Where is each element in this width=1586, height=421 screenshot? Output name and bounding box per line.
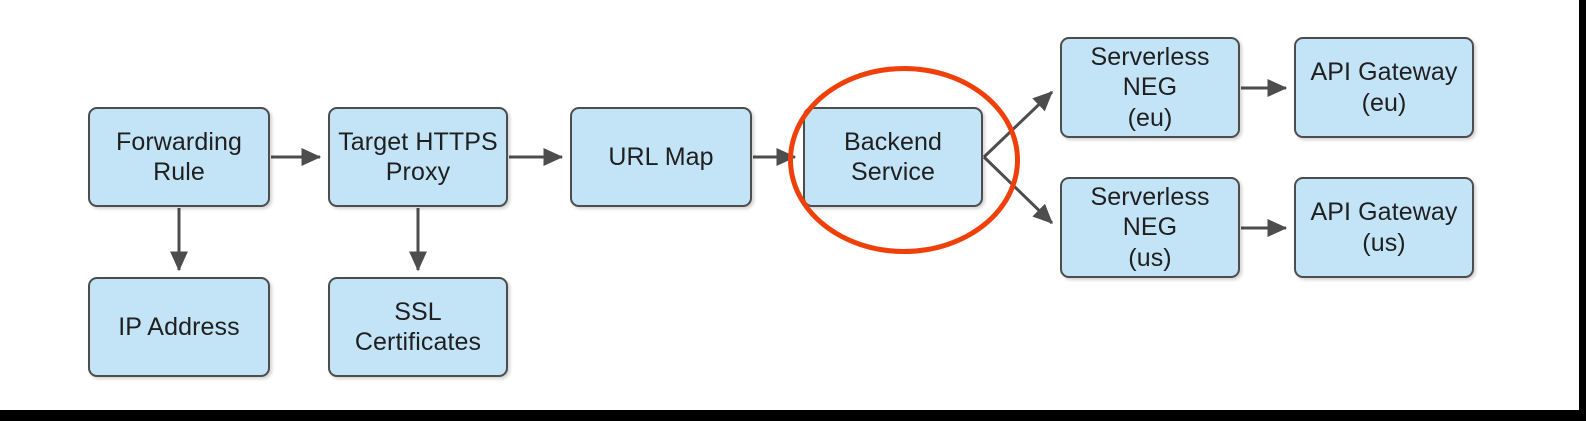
node-target-https-proxy[interactable]: Target HTTPS Proxy: [328, 107, 508, 207]
right-edge-bar: [1579, 0, 1586, 421]
connector-backend-service-to-serverless-neg-us: [982, 155, 1054, 225]
node-api-gateway-us[interactable]: API Gateway (us): [1294, 177, 1474, 278]
node-ip-address-label: IP Address: [118, 312, 240, 341]
node-backend-service-label: Backend Service: [844, 127, 942, 187]
node-url-map-label: URL Map: [608, 142, 714, 171]
node-api-gateway-eu-label: API Gateway (eu): [1310, 58, 1458, 117]
node-forwarding-rule-label: Forwarding Rule: [115, 127, 243, 187]
node-backend-service[interactable]: Backend Service: [803, 107, 983, 207]
node-target-https-proxy-label: Target HTTPS Proxy: [338, 127, 498, 187]
node-forwarding-rule[interactable]: Forwarding Rule: [88, 107, 270, 207]
node-ssl-certificates-label: SSL Certificates: [354, 297, 482, 357]
node-serverless-neg-us[interactable]: Serverless NEG (us): [1060, 177, 1240, 278]
node-ssl-certificates[interactable]: SSL Certificates: [328, 277, 508, 377]
node-serverless-neg-eu[interactable]: Serverless NEG (eu): [1060, 37, 1240, 138]
node-serverless-neg-eu-label: Serverless NEG (eu): [1090, 42, 1210, 132]
bottom-edge-bar: [0, 410, 1586, 421]
node-ip-address[interactable]: IP Address: [88, 277, 270, 377]
node-url-map[interactable]: URL Map: [570, 107, 752, 207]
node-serverless-neg-us-label: Serverless NEG (us): [1090, 182, 1210, 272]
node-api-gateway-eu[interactable]: API Gateway (eu): [1294, 37, 1474, 138]
node-api-gateway-us-label: API Gateway (us): [1310, 198, 1458, 257]
connector-backend-service-to-serverless-neg-eu: [982, 90, 1054, 159]
